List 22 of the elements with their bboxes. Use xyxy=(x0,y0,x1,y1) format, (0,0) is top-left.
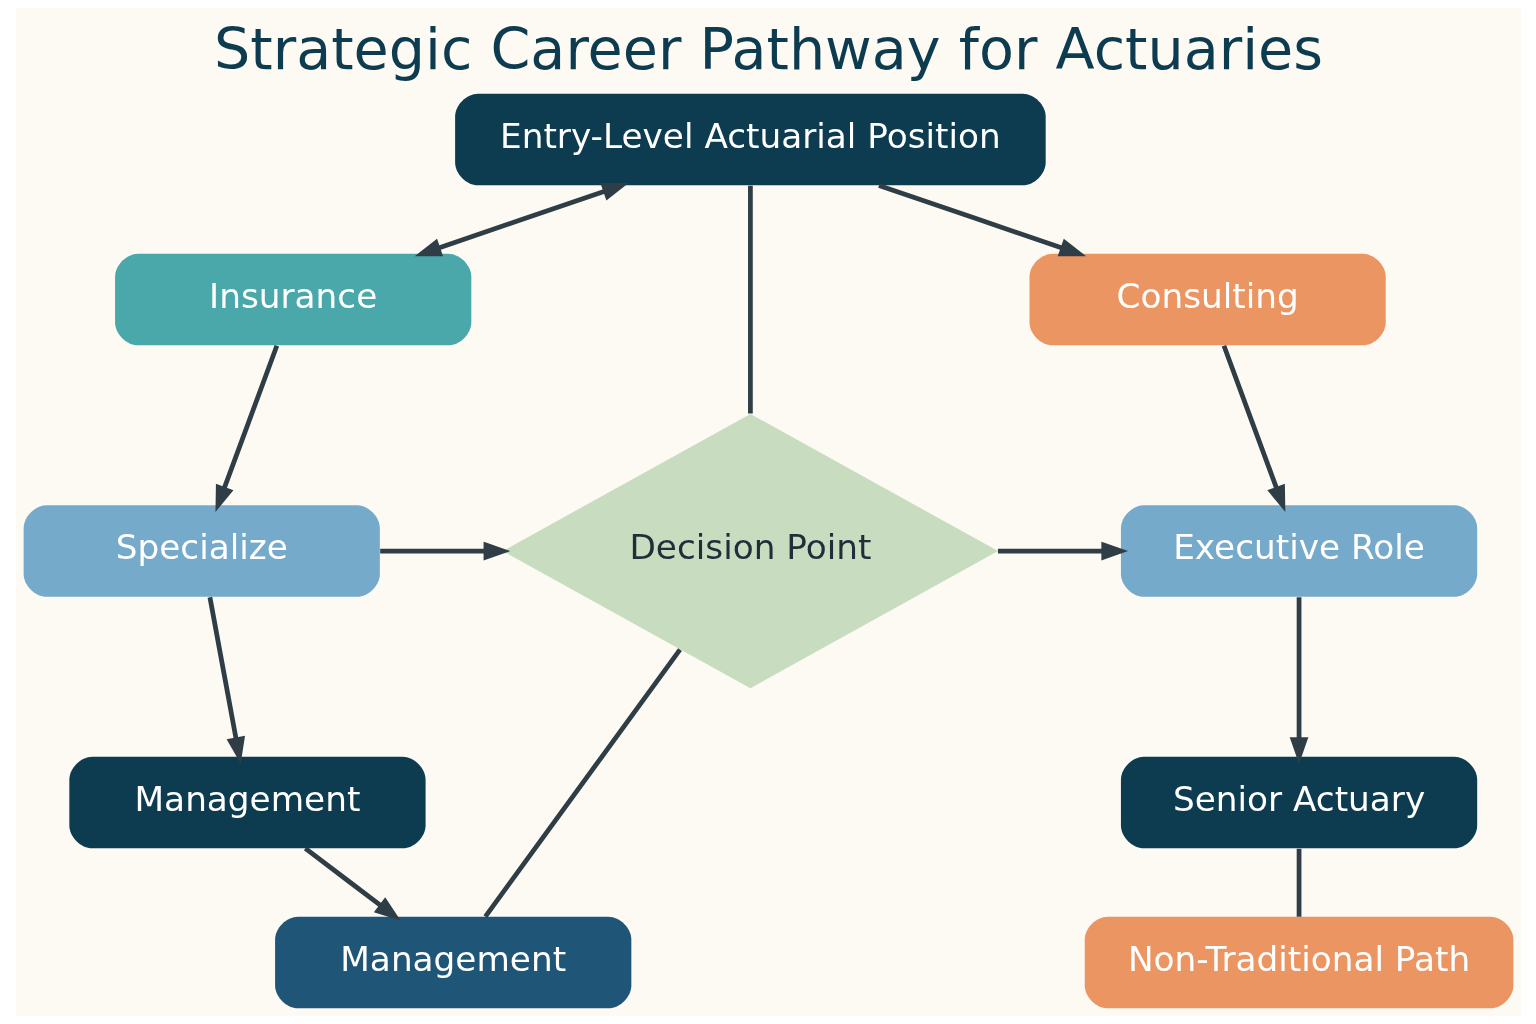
arrow xyxy=(303,846,401,921)
connector xyxy=(482,648,682,918)
arrow xyxy=(379,541,510,561)
node-box: Management xyxy=(68,756,426,849)
arrow xyxy=(997,541,1128,561)
node-box: Executive Role xyxy=(1120,505,1477,597)
node-box: Management xyxy=(274,916,631,1009)
connector xyxy=(1296,848,1301,917)
arrow xyxy=(207,596,245,764)
arrow xyxy=(414,182,629,257)
diagram-title: Strategic Career Pathway for Actuaries xyxy=(213,16,1323,83)
node-box: Senior Actuary xyxy=(1120,756,1477,849)
node-box: Insurance xyxy=(114,253,471,346)
node-box: Entry-Level Actuarial Position xyxy=(454,93,1046,186)
node-box: Non-Traditional Path xyxy=(1084,916,1513,1009)
connector xyxy=(747,185,753,414)
arrow xyxy=(1221,344,1285,512)
node-box: Consulting xyxy=(1029,253,1386,346)
arrow xyxy=(214,344,279,512)
arrow xyxy=(1289,597,1308,764)
node-box: Specialize xyxy=(23,505,380,597)
arrow xyxy=(877,183,1086,257)
